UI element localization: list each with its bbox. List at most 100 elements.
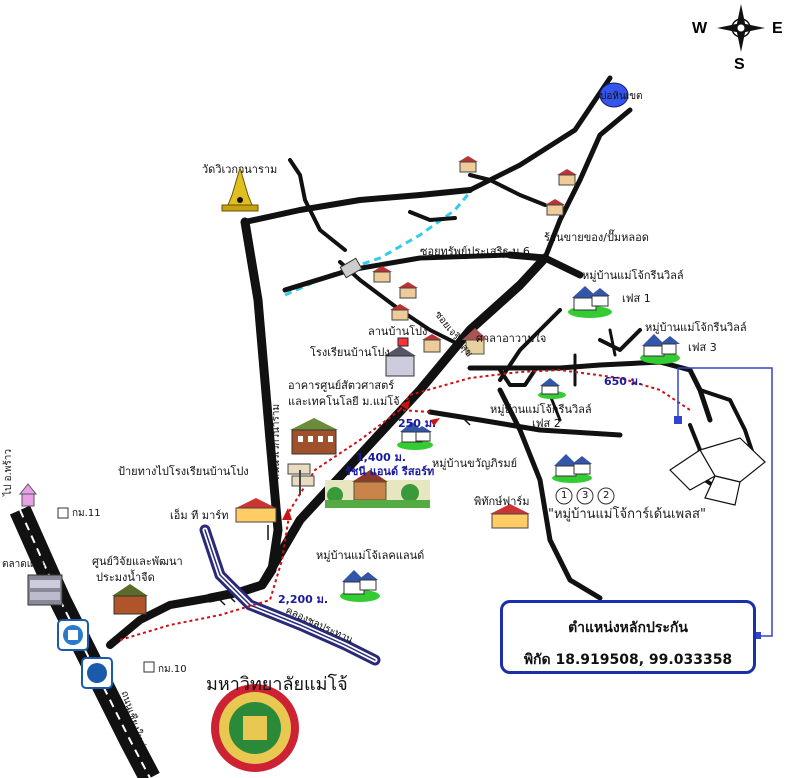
compass-s: S — [734, 56, 745, 73]
road-vertical — [205, 217, 283, 603]
label-soi6: ซอยทรัพย์ประเสริฐ ม.6 — [420, 245, 530, 258]
road-north-2 — [467, 75, 613, 193]
label-market: ตลาดแม่โจ้ — [2, 559, 51, 570]
animal-building-icon — [290, 418, 338, 455]
label-school: โรงเรียนบ้านโปง — [310, 346, 390, 359]
label-phase3-name: หมู่บ้านแม่โจ้กรีนวิลล์ — [645, 321, 747, 334]
bank-icon-1 — [57, 619, 89, 651]
school-icon — [384, 337, 416, 377]
callout-anchor — [754, 632, 761, 639]
label-km10: กม.10 — [158, 664, 187, 675]
road-stubs — [548, 353, 577, 422]
road-phase3-stub — [608, 328, 617, 357]
label-research-1: ศูนย์วิจัยและพัฒนา — [92, 555, 183, 568]
label-circle-3: 3 — [582, 490, 589, 501]
label-phase2-name: หมู่บ้านแม่โจ้กรีนวิลล์ — [490, 403, 592, 416]
road-diagonal-main — [257, 253, 550, 590]
circle-3-shape — [576, 487, 594, 505]
road-loop-2 — [498, 368, 537, 387]
phrao-arrow-icon — [18, 483, 38, 507]
label-phrao: ไป อ.พร้าว — [3, 449, 14, 496]
road-east — [467, 359, 713, 423]
road-mid-connector — [468, 173, 547, 207]
circle-2-shape — [597, 487, 615, 505]
label-animal-1: อาคารศูนย์สัตวศาสตร์ — [288, 379, 395, 392]
village-grid — [669, 437, 766, 506]
village-icon — [640, 334, 680, 364]
label-phase1: เฟส 1 — [622, 292, 651, 305]
label-phase1-name: หมู่บ้านแม่โจ้กรีนวิลล์ — [582, 269, 684, 282]
label-animal-2: และเทคโนโลยี ม.แม่โจ้ — [288, 395, 400, 408]
label-lakeside: หมู่บ้านแม่โจ้เลคแลนด์ — [316, 549, 425, 562]
plot-line — [678, 367, 773, 637]
village-houses — [340, 286, 680, 602]
resort-icon — [325, 470, 430, 508]
road-branch-1 — [408, 210, 457, 222]
label-circle-1: 1 — [561, 490, 568, 501]
house-icon — [545, 199, 565, 216]
label-pitak: พิทักษ์ฟาร์ม — [474, 495, 530, 508]
label-sign-school: ป้ายทางไปโรงเรียนบ้านโปง — [118, 465, 249, 478]
road-soi6 — [282, 252, 513, 293]
village-icon — [538, 378, 566, 399]
label-research-2: ประมงน้ำจืด — [96, 571, 155, 584]
label-dist-250: 250 ม. — [398, 417, 437, 430]
compass-w: W — [692, 20, 708, 37]
road-upper-left — [288, 158, 347, 252]
label-kwanjai: หมู่บ้านขวัญภิรมย์ — [432, 457, 518, 470]
label-temple: วัดวิเวกวนาราม — [202, 163, 278, 176]
road-loop — [498, 308, 562, 382]
sala-icon — [462, 328, 488, 355]
circle-1-shape — [555, 487, 573, 505]
research-icon — [112, 584, 148, 615]
label-pond: บ่อหินเขต — [600, 91, 643, 102]
location-callout: ตำแหน่งหลักประกัน พิกัด 18.919508, 99.03… — [500, 600, 756, 674]
road-phase3-branch — [598, 328, 642, 352]
bridge-icon — [339, 257, 363, 279]
crossing-marks — [214, 414, 471, 606]
label-phase2: เฟส 2 — [532, 417, 561, 430]
route-arrow-2 — [430, 418, 440, 426]
signpost-icon — [287, 463, 315, 495]
label-phase3: เฟส 3 — [688, 341, 717, 354]
canal — [199, 524, 381, 666]
km11-marker-icon — [57, 507, 69, 519]
label-sala: ศาลาอาวามใจ — [476, 332, 547, 345]
km10-marker-icon — [143, 661, 155, 673]
village-icon — [340, 570, 380, 602]
pond — [599, 82, 629, 108]
small-houses — [372, 156, 577, 353]
road-university — [106, 594, 214, 649]
label-dist-650: 650 ม. — [604, 375, 643, 388]
label-dist-1400: 1,400 ม. — [356, 451, 407, 464]
callout-title: ตำแหน่งหลักประกัน — [568, 620, 688, 636]
callout-coords: พิกัด 18.919508, 99.033358 — [523, 652, 733, 668]
label-garden: "หมู่บ้านแม่โจ้การ์เด้นเพลส" — [548, 507, 706, 522]
road-network — [106, 75, 757, 649]
mmart-icon — [235, 498, 277, 523]
compass-e: E — [772, 20, 783, 37]
route-arrow — [400, 400, 410, 410]
house-icon — [390, 304, 410, 321]
village-icon — [568, 286, 612, 318]
house-icon — [557, 169, 577, 186]
bank-icon-2 — [81, 657, 113, 689]
house-icon — [422, 334, 442, 353]
label-mmart: เอ็ม ที มาร์ท — [170, 509, 229, 522]
house-icon — [372, 266, 392, 283]
road-east-2 — [427, 409, 623, 438]
label-shop: ร้านขายของ/ปั๊มหลอด — [544, 231, 649, 244]
label-circle-2: 2 — [603, 490, 610, 501]
market-icon — [27, 574, 63, 606]
label-lanbanpong: ลานบ้านโปง — [368, 325, 428, 338]
label-km11: กม.11 — [72, 508, 101, 519]
house-icon — [398, 282, 418, 299]
village-icon — [552, 454, 592, 483]
route-arrow-3 — [282, 508, 292, 520]
label-dist-2200: 2,200 ม. — [278, 593, 329, 606]
village-icon — [397, 422, 433, 450]
compass-icon — [717, 4, 765, 52]
road-south-east — [497, 387, 603, 601]
